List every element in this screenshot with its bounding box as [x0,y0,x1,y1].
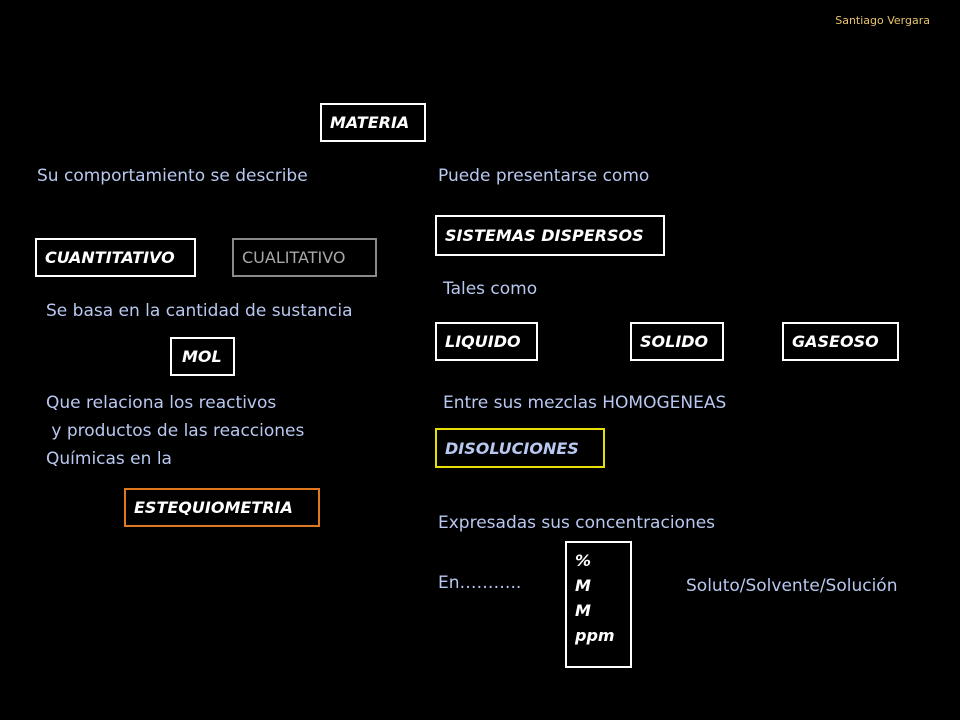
text-tales-como: Tales como [443,279,538,299]
text-expresadas: Expresadas sus concentraciones [438,513,716,533]
text-cantidad: Se basa en la cantidad de sustancia [46,301,353,321]
text-soluto: Soluto/Solvente/Solución [686,576,898,596]
author-label: Santiago Vergara [835,14,930,27]
text-homogeneas: Entre sus mezclas HOMOGENEAS [443,393,727,413]
node-sistemas-dispersos: SISTEMAS DISPERSOS [435,215,665,256]
text-presentarse: Puede presentarse como [438,166,650,186]
text-relaciona-3: Químicas en la [46,449,172,469]
text-relaciona-2: y productos de las reacciones [46,421,305,441]
text-relaciona-1: Que relaciona los reactivos [46,393,277,413]
text-comportamiento: Su comportamiento se describe [37,166,308,186]
node-solido: SOLIDO [630,322,724,361]
unit-ppm: ppm [575,626,615,645]
text-en: En……….. [438,573,522,593]
node-cuantitativo: CUANTITATIVO [35,238,196,277]
node-liquido: LIQUIDO [435,322,538,361]
node-mol: MOL [170,337,235,376]
node-cualitativo: CUALITATIVO [232,238,377,277]
node-disoluciones: DISOLUCIONES [435,428,605,468]
node-estequiometria: ESTEQUIOMETRIA [124,488,320,527]
node-gaseoso: GASEOSO [782,322,899,361]
node-materia: MATERIA [320,103,426,142]
unit-molarity: M [575,576,591,595]
unit-molality: M [575,601,591,620]
units-box: % M M ppm [565,541,632,668]
unit-percent: % [575,551,592,570]
